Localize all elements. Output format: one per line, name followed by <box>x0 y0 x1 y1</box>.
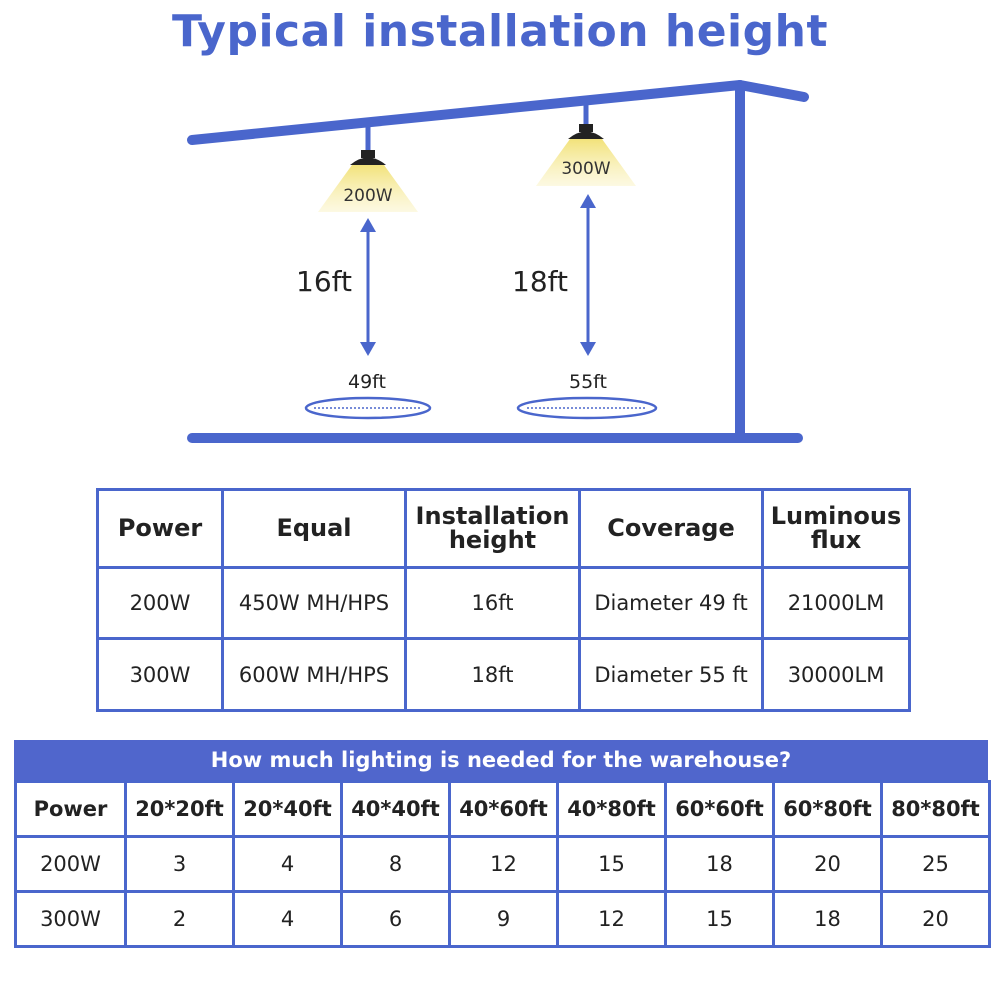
cell-coverage: Diameter 49 ft <box>578 565 764 641</box>
warehouse-lighting-table: Power 20*20ft 20*40ft 40*40ft 40*60ft 40… <box>14 780 991 948</box>
table-cell: 15 <box>556 835 667 893</box>
cell-height: 16ft <box>404 565 581 641</box>
roof-line <box>187 80 745 145</box>
installation-diagram: 200W 16ft 49ft 300W 18ft 55ft <box>187 80 809 443</box>
header-cell: 40*60ft <box>448 780 559 838</box>
cell-coverage: Diameter 55 ft <box>578 637 764 712</box>
table-cell: 4 <box>232 835 343 893</box>
header-cell: 40*40ft <box>340 780 451 838</box>
header-cell: 40*80ft <box>556 780 667 838</box>
lamp-300w: 300W 18ft 55ft <box>512 100 658 420</box>
header-cell: Power <box>14 780 127 838</box>
header-cell: 20*20ft <box>124 780 235 838</box>
warehouse-lighting-section: How much lighting is needed for the ware… <box>14 740 991 948</box>
table-cell: 2 <box>124 890 235 948</box>
table-cell: 3 <box>124 835 235 893</box>
lamp-200w: 200W 16ft 49ft <box>296 126 432 420</box>
cell-flux: 21000LM <box>761 565 911 641</box>
lamp-coverage-label: 49ft <box>348 371 386 393</box>
header-cell: 60*60ft <box>664 780 775 838</box>
cell-height: 18ft <box>404 637 581 712</box>
table-cell: 8 <box>340 835 451 893</box>
header-luminous-flux-line1: Luminous <box>770 502 902 531</box>
table-cell: 4 <box>232 890 343 948</box>
header-cell: 80*80ft <box>880 780 991 838</box>
cell-power: 300W <box>96 637 224 712</box>
roof-overhang <box>735 80 809 102</box>
header-luminous-flux-line2: flux <box>810 526 862 555</box>
table-cell: 200W <box>14 835 127 893</box>
page-title: Typical installation height <box>172 6 828 57</box>
table-cell: 12 <box>448 835 559 893</box>
table-cell: 300W <box>14 890 127 948</box>
header-cell: 20*40ft <box>232 780 343 838</box>
table-header-row: Power 20*20ft 20*40ft 40*40ft 40*60ft 40… <box>14 780 991 838</box>
lamp-coverage-label: 55ft <box>569 371 607 393</box>
header-coverage: Coverage <box>578 488 764 569</box>
header-power: Power <box>96 488 224 569</box>
header-cell: 60*80ft <box>772 780 883 838</box>
table-cell: 20 <box>772 835 883 893</box>
table-header-row: Power Equal Installation height Coverage… <box>96 488 911 569</box>
lamp-wattage-label: 300W <box>561 159 610 179</box>
specs-table: Power Equal Installation height Coverage… <box>96 488 911 712</box>
table-cell: 12 <box>556 890 667 948</box>
table-cell: 25 <box>880 835 991 893</box>
warehouse-table-title: How much lighting is needed for the ware… <box>14 740 988 780</box>
table-cell: 6 <box>340 890 451 948</box>
lamp-height-label: 18ft <box>512 265 568 298</box>
table-cell: 15 <box>664 890 775 948</box>
header-equal: Equal <box>221 488 407 569</box>
lamp-height-label: 16ft <box>296 265 352 298</box>
header-installation-height-line1: Installation <box>415 502 570 531</box>
lamp-wattage-label: 200W <box>343 186 392 206</box>
table-row: 300W 600W MH/HPS 18ft Diameter 55 ft 300… <box>96 637 911 712</box>
table-row: 200W 3 4 8 12 15 18 20 25 <box>14 835 991 893</box>
table-row: 200W 450W MH/HPS 16ft Diameter 49 ft 210… <box>96 565 911 641</box>
table-row: 300W 2 4 6 9 12 15 18 20 <box>14 890 991 948</box>
cell-flux: 30000LM <box>761 637 911 712</box>
table-cell: 18 <box>772 890 883 948</box>
header-installation-height: Installation height <box>404 488 581 569</box>
cell-power: 200W <box>96 565 224 641</box>
table-cell: 20 <box>880 890 991 948</box>
header-installation-height-line2: height <box>448 526 537 555</box>
cell-equal: 450W MH/HPS <box>221 565 407 641</box>
cell-equal: 600W MH/HPS <box>221 637 407 712</box>
header-luminous-flux: Luminous flux <box>761 488 911 569</box>
table-cell: 9 <box>448 890 559 948</box>
table-cell: 18 <box>664 835 775 893</box>
